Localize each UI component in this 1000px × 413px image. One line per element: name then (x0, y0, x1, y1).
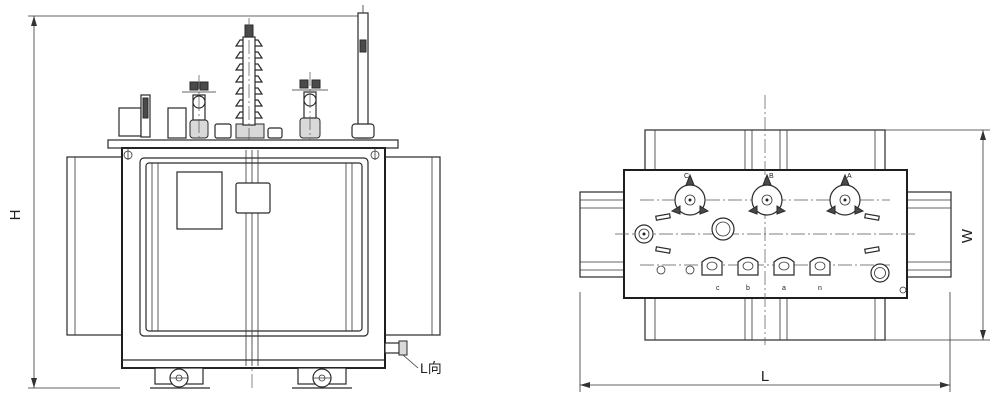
side-radiators (66, 156, 441, 336)
base-skid (122, 367, 385, 389)
small-port (685, 265, 695, 275)
thermometer-port (870, 263, 890, 283)
wheel-left (169, 368, 189, 388)
cover-bolt (214, 123, 232, 139)
direction-label: L向 (420, 360, 442, 376)
lv-bushing-n: n (809, 256, 831, 292)
lv-phase-label: b (746, 285, 750, 292)
lv-phase-label: c (716, 285, 720, 292)
hv-bushing-c: C (670, 173, 710, 216)
lv-bushing-b: b (737, 256, 759, 292)
drain-valve: L向 (384, 340, 442, 376)
small-port (899, 286, 907, 294)
hv-phase-label: A (847, 173, 852, 180)
hv-bushing-center (234, 18, 265, 140)
width-label: W (959, 228, 976, 243)
lv-bushing-left (182, 75, 216, 140)
tank-cover (107, 139, 399, 160)
lifting-lugs (655, 213, 880, 254)
length-dimension: L (579, 292, 951, 392)
height-label: H (7, 210, 24, 221)
junction-box (235, 182, 271, 214)
hv-phase-label: C (684, 173, 689, 180)
lv-phase-label: n (818, 285, 822, 292)
front-view: H (7, 5, 442, 390)
hv-bushing-a: A (825, 173, 865, 216)
transformer-tank (121, 147, 386, 369)
cover-bolt (267, 127, 283, 139)
oil-filler (711, 217, 735, 241)
hv-phase-label: B (769, 173, 774, 180)
radiators-top-view (579, 191, 952, 278)
oil-gauge (118, 94, 151, 138)
length-label: L (761, 368, 769, 385)
lv-phase-label: a (782, 285, 786, 292)
gauge-round (634, 224, 654, 244)
lv-bushing-a: a (773, 256, 795, 292)
lv-bushing-right (292, 72, 328, 140)
hv-bushing-b: B (747, 173, 787, 216)
fitting (167, 107, 187, 139)
lv-bushing-c: c (701, 256, 723, 292)
breather-pipe (351, 5, 375, 139)
nameplate (176, 171, 223, 230)
width-dimension: W (880, 129, 990, 341)
end-frames (644, 129, 886, 341)
small-port (656, 265, 666, 275)
top-view: L W (579, 95, 990, 392)
wheel-right (312, 368, 332, 388)
height-dimension: H (7, 15, 360, 389)
